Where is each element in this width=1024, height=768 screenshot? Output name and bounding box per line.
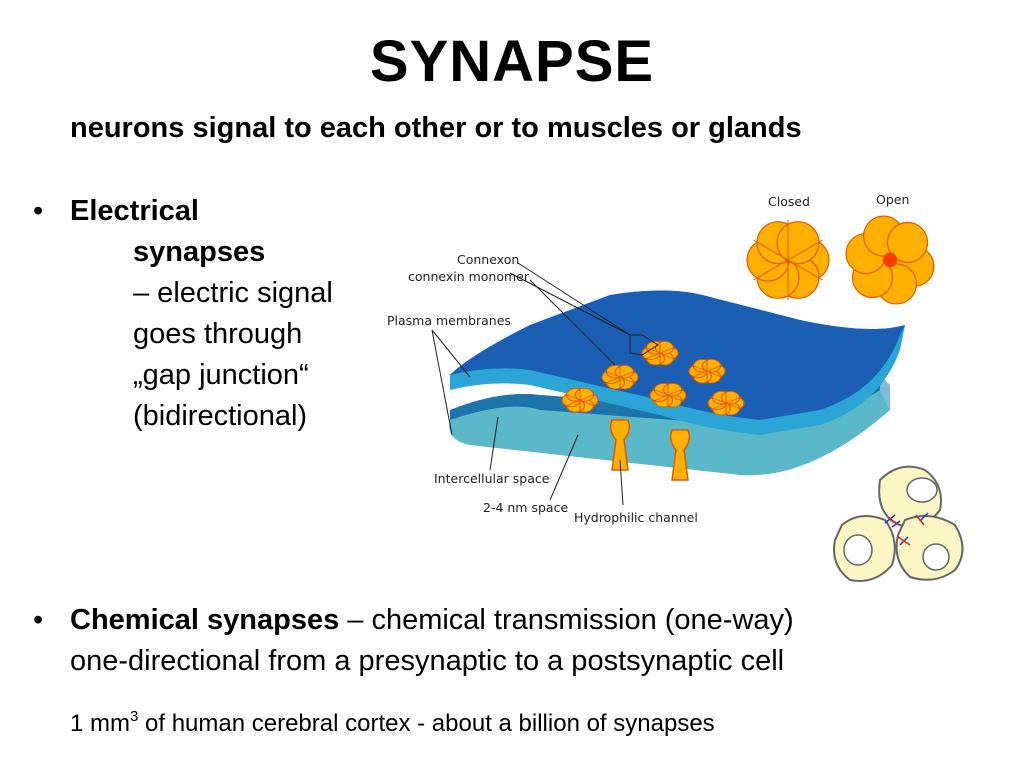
chemical-description: – chemical transmission (one-way): [339, 604, 794, 636]
bullet-electrical-synapses: • Electrical synapses – electric signal …: [33, 191, 390, 437]
connexon-icon: [649, 382, 687, 408]
chemical-line-1: Chemical synapses – chemical transmissio…: [70, 600, 970, 641]
bullet-dot: •: [33, 604, 44, 636]
chemical-term: Chemical synapses: [70, 604, 340, 636]
open-connexon-icon: [845, 215, 935, 305]
connexon-icon: [561, 387, 599, 413]
connexon-icon: [688, 358, 726, 384]
label-nm-space: 2-4 nm space: [483, 500, 568, 515]
label-connexin-monomer: connexin monomer: [408, 269, 530, 284]
electrical-line-4: (bidirectional): [133, 400, 308, 432]
slide-title: SYNAPSE: [369, 29, 655, 94]
label-open: Open: [876, 192, 909, 207]
bullet-dot: •: [33, 195, 44, 227]
bullet-chemical-synapses: • Chemical synapses – chemical transmiss…: [33, 600, 970, 682]
footnote-superscript: 3: [130, 708, 139, 725]
electrical-line-2: goes through: [133, 318, 303, 350]
electrical-term: synapses: [133, 236, 266, 268]
connexon-icon: [707, 390, 745, 416]
label-connexon: Connexon: [457, 252, 519, 267]
label-closed: Closed: [768, 194, 810, 209]
closed-connexon-icon: [746, 220, 830, 300]
electrical-line-3: „gap junction“: [133, 359, 309, 391]
hydrophilic-channels: [609, 419, 691, 481]
footnote-prefix: 1 mm: [70, 710, 130, 737]
connexons: [561, 340, 745, 416]
footnote: 1 mm3 of human cerebral cortex - about a…: [70, 708, 715, 738]
connexon-icon: [641, 340, 679, 366]
footnote-suffix: of human cerebral cortex - about a billi…: [138, 710, 715, 737]
cell-cluster-icon: [833, 465, 964, 582]
connexon-icon: [601, 364, 639, 390]
label-intercellular-space: Intercellular space: [434, 471, 550, 486]
electrical-line-1: – electric signal: [133, 277, 333, 309]
electrical-heading: Electrical: [70, 195, 199, 227]
label-pointers: [431, 262, 659, 506]
electrical-body: synapses – electric signal goes through …: [70, 232, 390, 437]
chemical-line-2: one-directional from a presynaptic to a …: [70, 645, 785, 677]
gap-junction-diagram: Closed Open Connexon connexin monomer Pl…: [387, 192, 964, 582]
label-plasma-membranes: Plasma membranes: [387, 313, 511, 328]
slide-subtitle: neurons signal to each other or to muscl…: [70, 112, 802, 144]
label-hydrophilic-channel: Hydrophilic channel: [574, 510, 698, 525]
